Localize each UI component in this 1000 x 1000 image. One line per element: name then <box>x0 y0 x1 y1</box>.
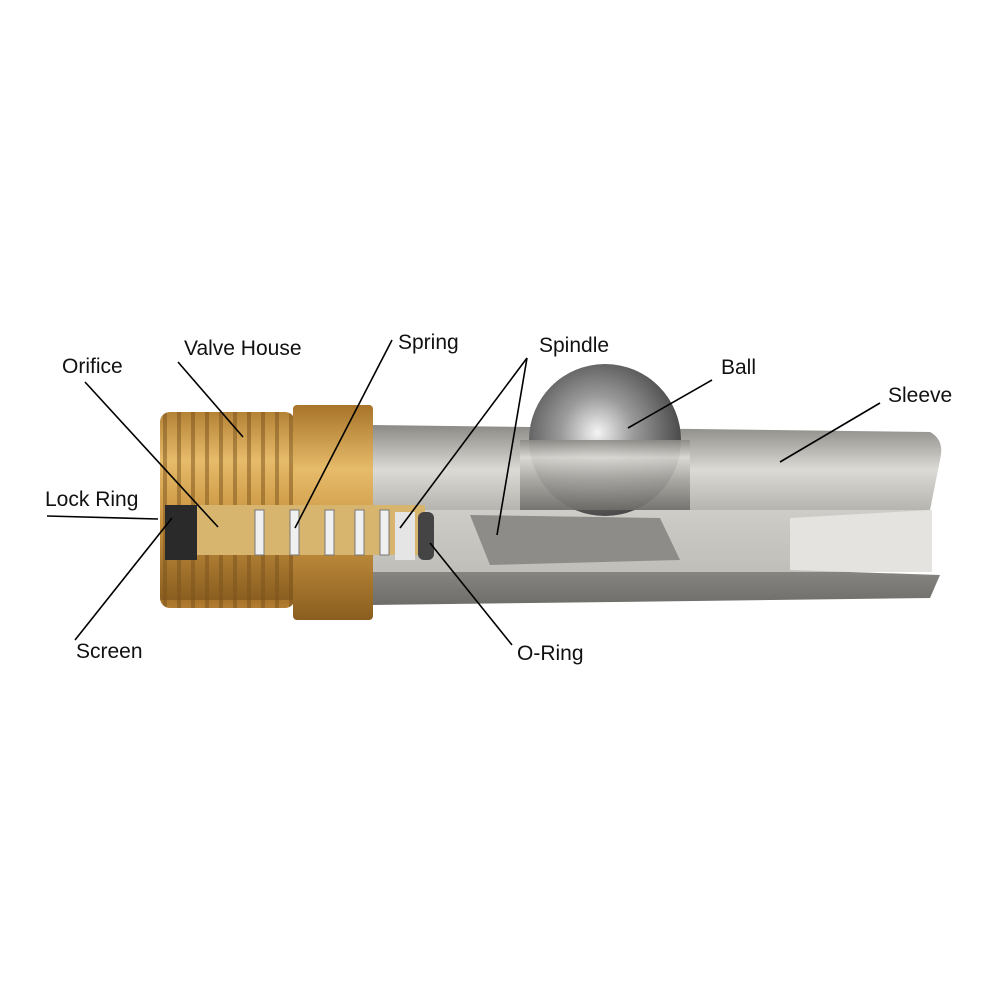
label-valve-house: Valve House <box>184 337 302 360</box>
label-orifice: Orifice <box>62 355 123 378</box>
label-o-ring: O-Ring <box>517 642 584 665</box>
label-ball: Ball <box>721 356 757 379</box>
label-sleeve: Sleeve <box>888 384 953 407</box>
label-screen: Screen <box>76 640 143 663</box>
screen <box>165 505 197 560</box>
label-spindle: Spindle <box>539 334 610 357</box>
label-spring: Spring <box>398 331 459 354</box>
label-lock-ring: Lock Ring <box>45 488 139 511</box>
spindle <box>470 515 680 565</box>
spring <box>254 509 390 556</box>
leader-lines <box>46 339 881 646</box>
o-ring <box>418 512 434 560</box>
